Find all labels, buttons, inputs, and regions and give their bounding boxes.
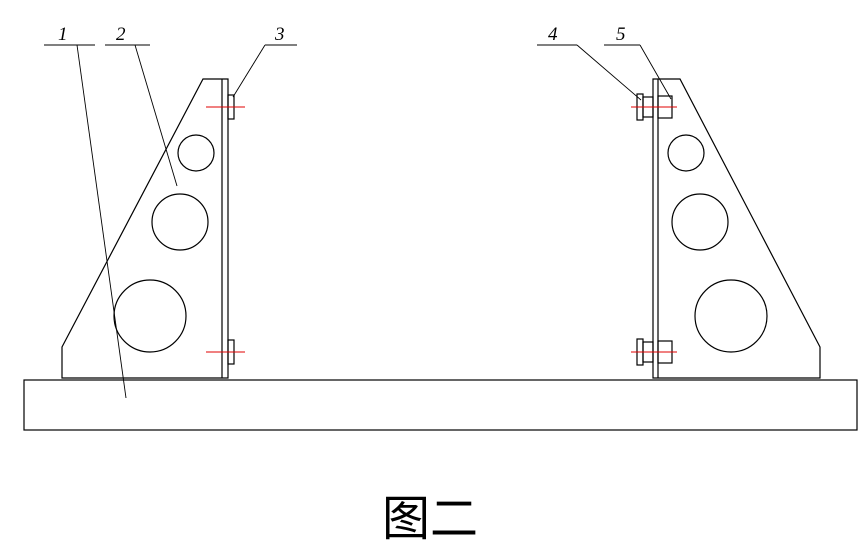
right-small-hole [667, 134, 705, 172]
left-large-hole [113, 279, 187, 353]
leader-2 [134, 44, 178, 187]
part-label-4: 4 [548, 24, 558, 45]
leader-1 [76, 44, 127, 399]
left-bracket-outline [61, 78, 229, 379]
left-bracket [61, 78, 245, 379]
part-label-2: 2 [116, 24, 126, 45]
leader-5 [639, 44, 672, 100]
part-label-5: 5 [616, 24, 626, 45]
base-plate [23, 379, 858, 431]
right-lower-bolt-assembly [631, 338, 677, 366]
figure-title: 图二 [382, 491, 478, 547]
right-bracket [631, 78, 821, 379]
part-label-3: 3 [274, 24, 285, 45]
right-upper-bolt-assembly [631, 93, 677, 121]
leader-4 [576, 44, 642, 101]
right-medium-hole [671, 193, 729, 251]
part-label-1: 1 [58, 24, 68, 45]
right-bracket-outline [652, 78, 821, 379]
left-small-hole [177, 134, 215, 172]
left-medium-hole [151, 193, 209, 251]
leader-3 [232, 44, 266, 98]
right-large-hole [694, 279, 768, 353]
leader-lines [44, 44, 672, 399]
